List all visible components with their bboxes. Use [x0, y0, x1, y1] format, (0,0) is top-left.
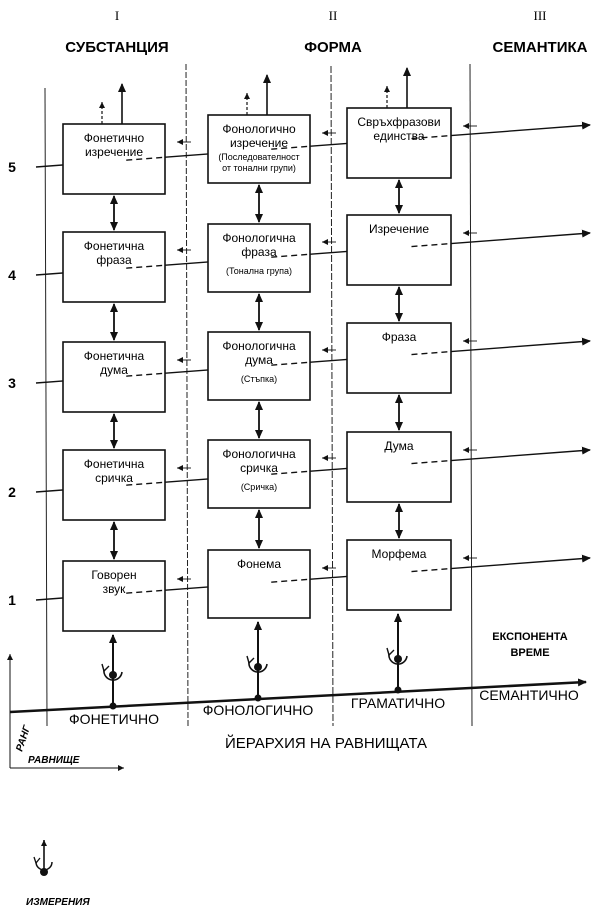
rank-number-2: 2: [8, 484, 16, 500]
phonological-box-label: Фонологична: [222, 339, 296, 353]
phonetic-box-label: фраза: [96, 253, 132, 267]
phonetic-rotation-icon: [101, 663, 123, 681]
level-axis: [9, 678, 587, 714]
phonological-box-5: Фонема: [207, 549, 336, 619]
column-number-3: III: [534, 8, 547, 23]
phonetic-box-label: дума: [100, 363, 128, 377]
grammatical-box-5: Морфема: [346, 539, 477, 611]
vertical-connectors: [99, 67, 411, 706]
phonological-box-sublabel: (Тонална група): [226, 266, 292, 276]
phonetic-box-label: сричка: [95, 471, 133, 485]
grammatical-box-label: Свръхфразови: [357, 115, 440, 129]
phonetic-box-label: Говорен: [91, 568, 136, 582]
phonetic-box-label: звук: [103, 582, 127, 596]
exponent-label: ЕКСПОНЕНТА: [492, 631, 568, 643]
phonological-box-sublabel: (Сричка): [241, 482, 277, 492]
phonetic-box-label: изречение: [85, 145, 143, 159]
column-title-form: ФОРМА: [304, 39, 362, 56]
exponent-time-label: ЕКСПОНЕНТА ВРЕМЕ: [492, 631, 568, 659]
plane-labels: ФОНЕТИЧНО ФОНОЛОГИЧНО ГРАМАТИЧНО СЕМАНТИ…: [69, 687, 579, 727]
grammatical-box-2: Изречение: [346, 214, 477, 286]
phonetic-box-label: Фонетично: [84, 131, 145, 145]
column-number-2: II: [329, 8, 338, 23]
level-axis-label: РАВНИЩЕ: [28, 755, 80, 766]
column-title-substance: СУБСТАНЦИЯ: [65, 39, 168, 56]
dimensions-legend-label: ИЗМЕРЕНИЯ: [26, 897, 90, 908]
rank-axis-label: РАНГ: [14, 723, 33, 753]
grammatical-box-4: Дума: [346, 431, 477, 503]
plane-label-grammatical: ГРАМАТИЧНО: [351, 695, 445, 711]
phonological-box-sublabel: от тонални групи): [222, 163, 296, 173]
phonological-box-label: дума: [245, 353, 273, 367]
grammatical-box-label: Дума: [384, 439, 414, 453]
phonological-box-sublabel: (Последователност: [218, 152, 299, 162]
plane-label-semantic: СЕМАНТИЧНО: [479, 687, 579, 703]
grammatical-box-label: Фраза: [382, 330, 417, 344]
phonetic-box-label: Фонетична: [84, 239, 145, 253]
phonological-box-label: Фонологична: [222, 447, 296, 461]
phonological-box-label: фраза: [241, 245, 277, 259]
rank-number-1: 1: [8, 592, 16, 608]
phonological-box-label: Фонологична: [222, 231, 296, 245]
phonological-box-label: изречение: [230, 136, 288, 150]
grammatical-box-3: Фраза: [346, 322, 477, 394]
dimension-icons: [101, 647, 408, 681]
column-title-semantics: СЕМАНТИКА: [493, 39, 588, 56]
rank-number-5: 5: [8, 159, 16, 175]
legend: ИЗМЕРЕНИЯ: [26, 840, 90, 908]
phonological-rotation-icon: [246, 655, 268, 673]
plane-label-phonetic: ФОНЕТИЧНО: [69, 711, 159, 727]
rank-number-4: 4: [8, 267, 16, 283]
column-number-1: I: [115, 8, 119, 23]
rank-number-3: 3: [8, 375, 16, 391]
phonological-box-label: Фонема: [237, 557, 281, 571]
phonetic-box-label: Фонетична: [84, 457, 145, 471]
plane-label-phonological: ФОНОЛОГИЧНО: [203, 702, 314, 718]
time-label: ВРЕМЕ: [510, 647, 549, 659]
phonological-box-label: сричка: [240, 461, 278, 475]
grammatical-box-label: Изречение: [369, 222, 429, 236]
level-boxes: ФонетичноизречениеФонетичнафразаФонетичн…: [62, 107, 477, 632]
grammatical-rotation-icon: [386, 647, 408, 665]
phonetic-box-label: Фонетична: [84, 349, 145, 363]
grammatical-box-label: Морфема: [372, 547, 427, 561]
phonological-box-sublabel: (Стъпка): [241, 374, 277, 384]
grammatical-box-label: единства: [373, 129, 424, 143]
dimensions-legend-icon: [33, 840, 53, 876]
diagram-caption: ЙЕРАРХИЯ НА РАВНИЩАТА: [225, 734, 427, 752]
phonological-box-label: Фонологично: [222, 122, 296, 136]
column-headers: I СУБСТАНЦИЯ II ФОРМА III СЕМАНТИКА: [65, 8, 587, 56]
column-dividers: [44, 63, 473, 727]
